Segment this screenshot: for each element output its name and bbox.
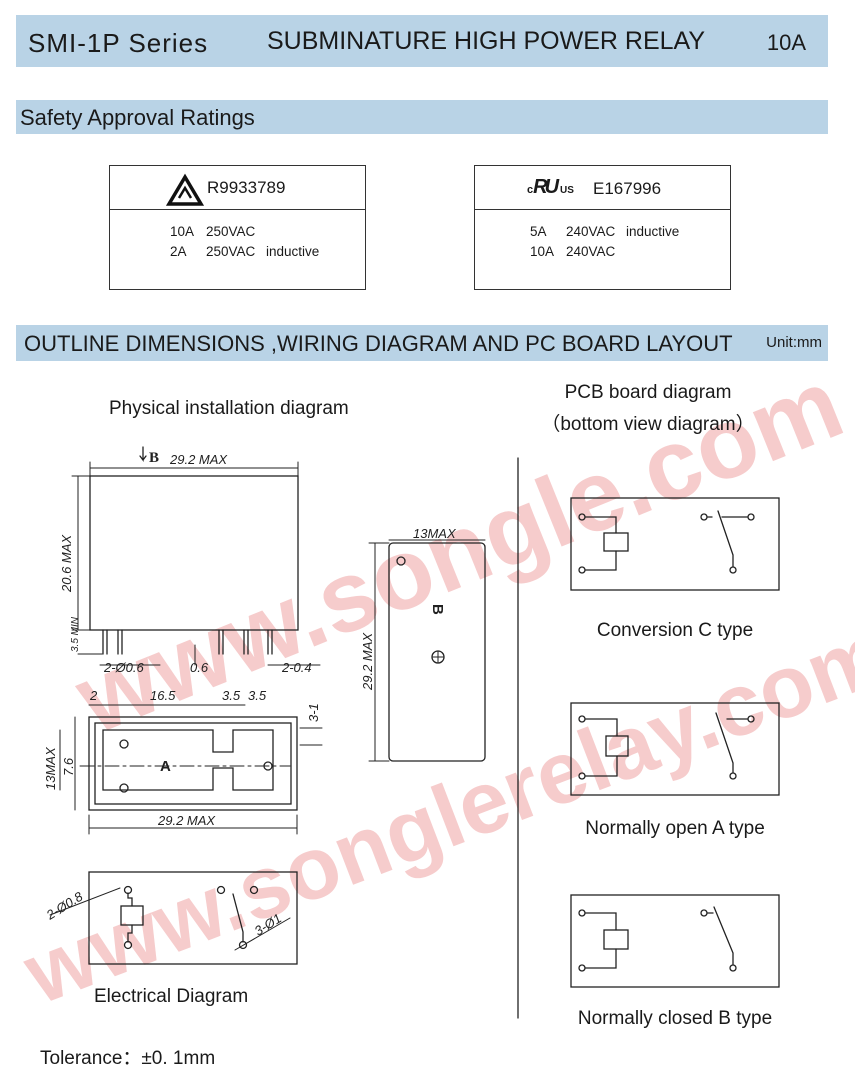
dim-offset-3-5-b: 3.5 bbox=[248, 688, 267, 703]
rating-row: 10A 250VAC bbox=[170, 222, 319, 242]
rating-load: inductive bbox=[626, 224, 680, 239]
product-title: SUBMINATURE HIGH POWER RELAY bbox=[267, 27, 706, 55]
dim-pin-dia: 2-Ø0.6 bbox=[103, 660, 145, 675]
dim-contact-hole: 3-Ø1 bbox=[252, 911, 284, 939]
side-b-marker: B bbox=[429, 604, 446, 615]
rating-current: 2A bbox=[170, 244, 187, 259]
ul-mark-suffix: US bbox=[560, 185, 574, 196]
cert-number: E167996 bbox=[593, 179, 662, 198]
ul-mark-prefix: c bbox=[527, 184, 534, 196]
type-label-c: Conversion C type bbox=[596, 620, 754, 641]
physical-diagram-title: Physical installation diagram bbox=[109, 398, 349, 419]
unit-label: Unit:mm bbox=[766, 334, 822, 351]
rating-current: 10A bbox=[530, 244, 555, 259]
current-rating: 10A bbox=[766, 30, 806, 55]
rating-voltage: 250VAC bbox=[206, 244, 256, 259]
rating-voltage: 240VAC bbox=[566, 244, 616, 259]
rating-current: 10A bbox=[170, 224, 195, 239]
type-label-b: Normally closed B type bbox=[577, 1008, 773, 1029]
relay-side-view bbox=[388, 542, 486, 762]
dim-offset-3-5-a: 3.5 bbox=[222, 688, 241, 703]
safety-section-band: Safety Approval Ratings bbox=[16, 100, 828, 134]
cert-head: R9933789 bbox=[110, 166, 365, 210]
pcb-c-type bbox=[570, 497, 780, 591]
type-label-a: Normally open A type bbox=[585, 818, 765, 839]
pcb-a-type bbox=[570, 702, 780, 796]
ul-mark-text: RU bbox=[533, 176, 559, 198]
relay-top-view bbox=[88, 716, 298, 811]
dim-a-marker: A bbox=[160, 758, 171, 775]
pcb-diagram-subtitle: （bottom view diagram） bbox=[541, 414, 755, 435]
pcb-b-type bbox=[570, 894, 780, 988]
electrical-diagram bbox=[88, 871, 298, 965]
pcb-diagram-title: PCB board diagram bbox=[564, 382, 732, 403]
rating-row: 5A 240VAC inductive bbox=[530, 222, 679, 242]
dim-offset-16-5: 16.5 bbox=[150, 688, 176, 703]
triangle-cert-icon bbox=[166, 173, 205, 206]
dim-pin-length: 3.5 MIN bbox=[70, 616, 81, 652]
outline-section-title: OUTLINE DIMENSIONS ,WIRING DIAGRAM AND P… bbox=[24, 331, 733, 356]
product-header-band: SMI-1P Series SUBMINATURE HIGH POWER REL… bbox=[16, 15, 828, 67]
electrical-diagram-title: Electrical Diagram bbox=[94, 986, 249, 1007]
outline-section-band: OUTLINE DIMENSIONS ,WIRING DIAGRAM AND P… bbox=[16, 325, 828, 361]
rating-voltage: 240VAC bbox=[566, 224, 616, 239]
tolerance-note: Tolerance：±0. 1mm bbox=[40, 1048, 216, 1069]
dim-slot: 3-1 bbox=[306, 703, 321, 722]
dim-coil-hole: 2-Ø0.8 bbox=[43, 888, 86, 923]
rating-load: inductive bbox=[266, 244, 320, 259]
rating-row: 10A 240VAC bbox=[530, 242, 679, 262]
safety-section-title: Safety Approval Ratings bbox=[20, 105, 255, 130]
relay-front-view bbox=[89, 475, 299, 631]
cert-ratings: 10A 250VAC 2A 250VAC inductive bbox=[170, 222, 319, 262]
dim-side-height: 29.2 MAX bbox=[360, 632, 375, 691]
dim-offset-2: 2 bbox=[89, 688, 98, 703]
series-name: SMI-1P Series bbox=[28, 28, 209, 58]
dim-pin-width: 0.6 bbox=[190, 660, 209, 675]
rating-current: 5A bbox=[530, 224, 547, 239]
dim-b-marker: B bbox=[149, 450, 159, 466]
dim-side-depth: 13MAX bbox=[413, 526, 457, 541]
dim-height: 20.6 MAX bbox=[59, 534, 74, 593]
rating-row: 2A 250VAC inductive bbox=[170, 242, 319, 262]
cert-number: R9933789 bbox=[207, 178, 286, 197]
dim-top-width: 29.2 MAX bbox=[157, 813, 216, 828]
dim-pin-thickness: 2-0.4 bbox=[281, 660, 312, 675]
rating-voltage: 250VAC bbox=[206, 224, 256, 239]
cert-box-triangle: R9933789 10A 250VAC 2A 250VAC inductive bbox=[109, 165, 366, 290]
dim-depth: 13MAX bbox=[43, 746, 58, 790]
cert-ratings: 5A 240VAC inductive 10A 240VAC bbox=[530, 222, 679, 262]
dim-width: 29.2 MAX bbox=[169, 452, 228, 467]
dim-span: 7.6 bbox=[61, 757, 76, 776]
